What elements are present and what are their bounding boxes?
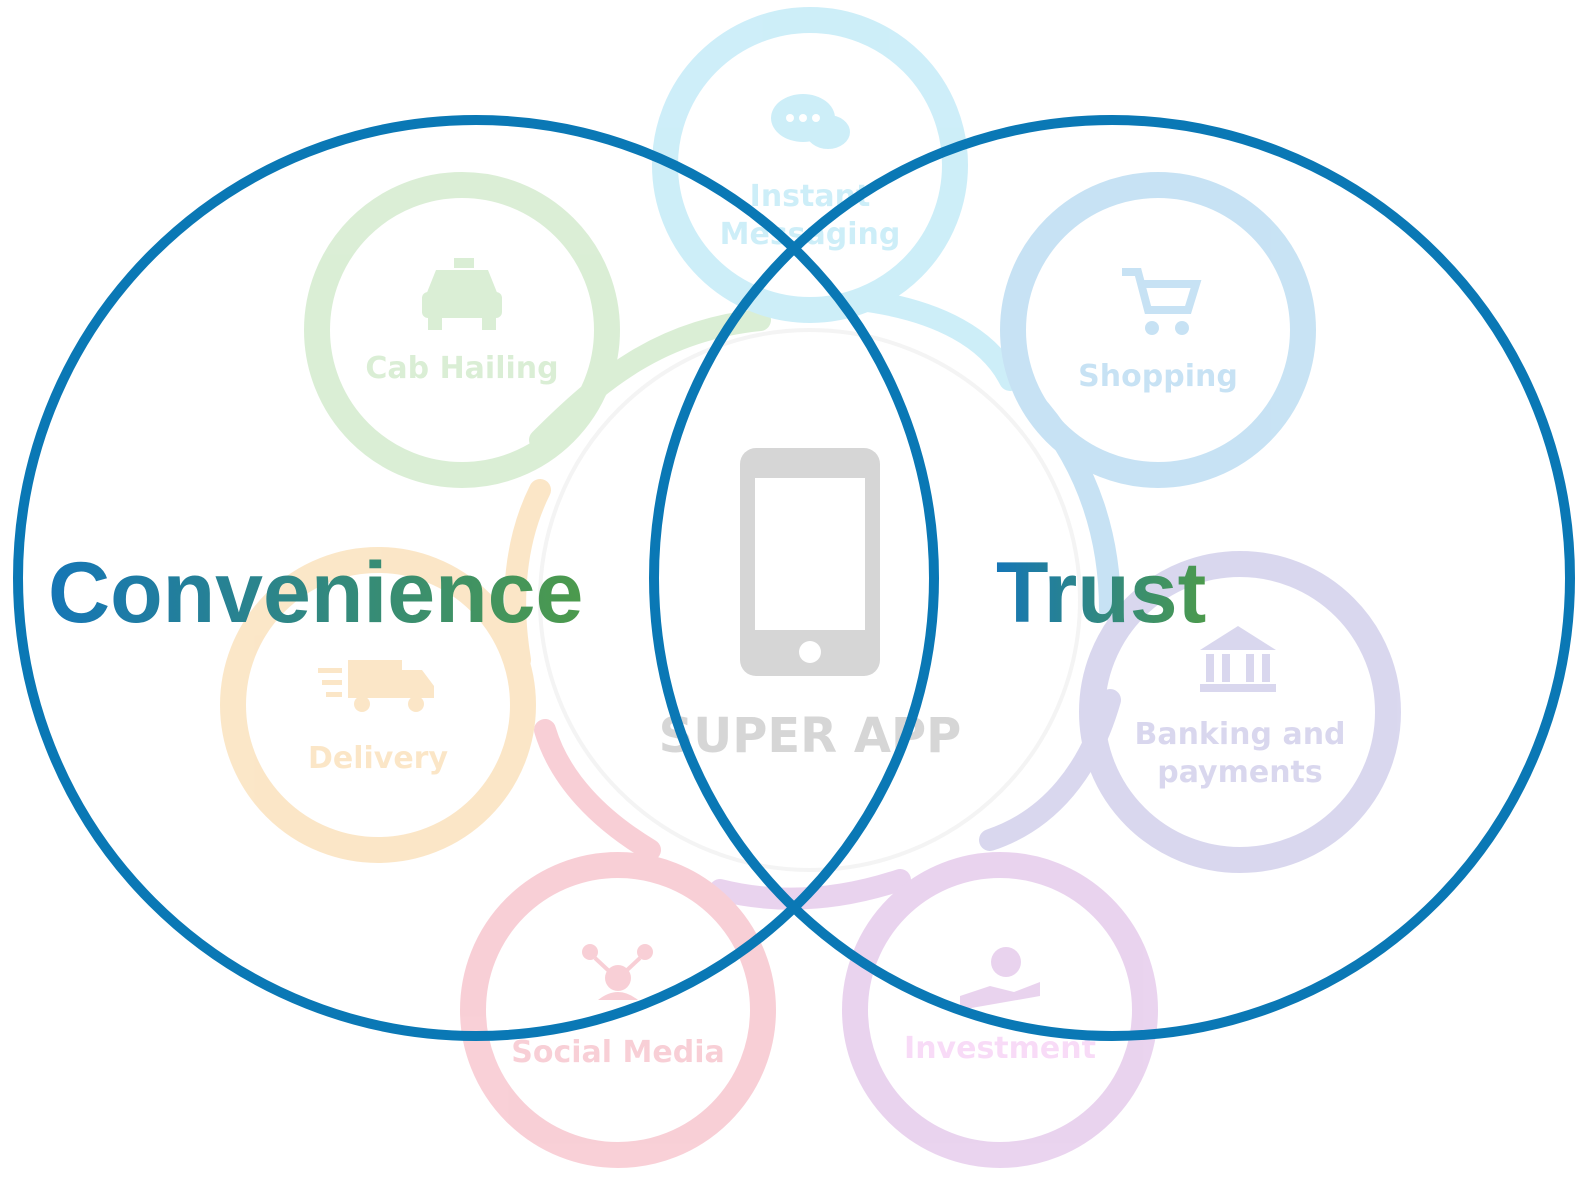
satellite-shopping: Shopping [1000, 172, 1316, 488]
chat-bubbles-icon [771, 94, 850, 149]
satellite-label-line: payments [1157, 755, 1323, 790]
satellite-ring [220, 547, 536, 863]
satellite-social-media: Social Media [460, 852, 776, 1168]
satellite-banking: Banking and payments [1079, 551, 1401, 873]
satellite-label-line: Shopping [1078, 359, 1238, 394]
connector-arc [504, 479, 551, 671]
venn-circle-right [649, 115, 1575, 1041]
satellite-delivery: Delivery [220, 547, 536, 863]
bank-icon [1200, 626, 1276, 692]
social-network-icon [582, 944, 653, 1000]
connector-arc [534, 719, 661, 861]
delivery-truck-icon [318, 660, 434, 712]
taxi-icon [422, 258, 502, 330]
satellite-ring [842, 852, 1158, 1168]
investment-icon [960, 947, 1040, 1010]
super-app-background: SUPER APP Instant Messaging Cab Hailing [220, 7, 1401, 1168]
venn-circle-left [13, 115, 939, 1041]
satellite-label-line: Delivery [308, 741, 449, 776]
smartphone-icon [740, 448, 880, 676]
center-hub-ring [538, 328, 1082, 872]
satellite-ring [304, 172, 620, 488]
trust-label: Trust [996, 545, 1206, 641]
satellite-cab-hailing: Cab Hailing [304, 172, 620, 488]
satellite-label-line: Social Media [511, 1035, 724, 1070]
convenience-label: Convenience [48, 545, 583, 641]
satellite-ring [1079, 551, 1401, 873]
connector-arc [979, 689, 1121, 851]
satellite-label-line: Cab Hailing [365, 351, 558, 386]
satellite-investment: Investment [842, 852, 1158, 1168]
shopping-cart-icon [1122, 268, 1202, 335]
venn-overlay: Convenience Trust [13, 115, 1575, 1041]
connector-arc [529, 309, 771, 451]
connector-arc [1029, 399, 1121, 621]
satellite-ring [460, 852, 776, 1168]
satellite-label-line: Banking and [1134, 717, 1345, 752]
connector-arc [849, 289, 1021, 391]
satellite-ring [1000, 172, 1316, 488]
